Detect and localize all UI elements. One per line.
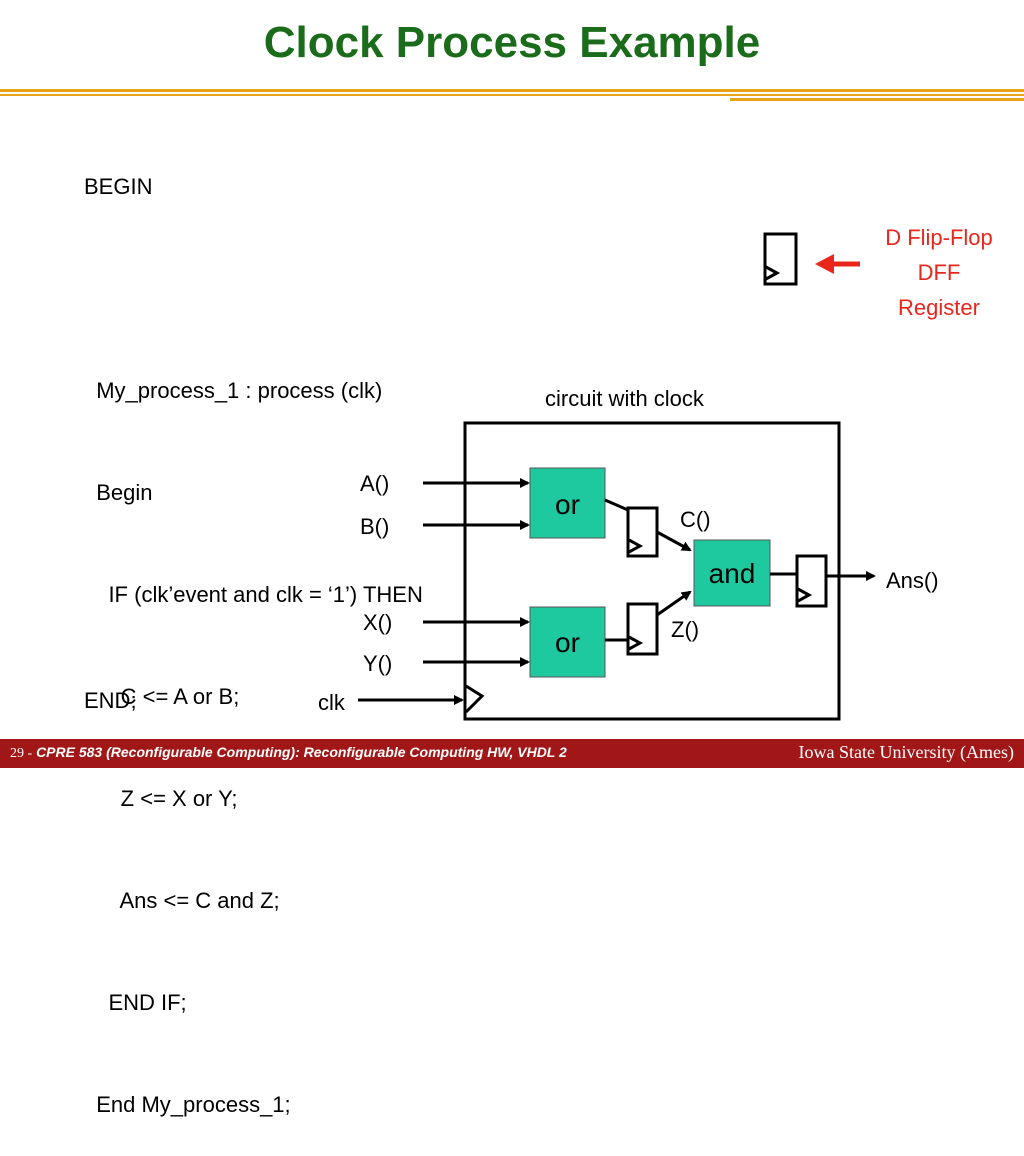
input-label-y: Y() <box>363 651 393 676</box>
legend-line-abbrev: DFF <box>917 260 961 285</box>
legend-dff-icon <box>763 232 798 286</box>
code-line: Z <= X or Y; <box>84 786 238 811</box>
footer-course: CPRE 583 (Reconfigurable Computing): Rec… <box>36 744 567 760</box>
signal-label-ans: Ans() <box>886 568 939 593</box>
input-label-a: A() <box>360 471 390 496</box>
or-gate-top-label: or <box>555 489 580 520</box>
legend-line-register: Register <box>898 295 980 320</box>
or-gate-bottom-label: or <box>555 627 580 658</box>
dff-c <box>626 506 659 558</box>
slide-title: Clock Process Example <box>263 18 761 67</box>
code-line: C <= A or B; <box>84 684 240 709</box>
footer-left: 29 - CPRE 583 (Reconfigurable Computing)… <box>10 744 567 762</box>
legend-text: D Flip-Flop DFF Register <box>862 220 1016 325</box>
wire-or1-dff <box>604 498 629 512</box>
title-rule-top <box>0 89 1024 92</box>
input-label-clk: clk <box>318 690 345 715</box>
signal-label-z: Z() <box>671 617 700 642</box>
code-line: IF (clk’event and clk = ‘1’) THEN <box>84 582 423 607</box>
circuit-boundary <box>463 421 841 721</box>
wire-c-and <box>656 530 692 552</box>
code-line: Ans <= C and Z; <box>84 888 280 913</box>
code-end: END; <box>84 688 137 713</box>
code-line: BEGIN <box>84 174 153 199</box>
code-line: END IF; <box>84 990 187 1015</box>
footer-page-number: 29 - <box>10 746 33 761</box>
footer-bar <box>0 739 1024 768</box>
code-line: Begin <box>84 480 153 505</box>
legend-line-dff: D Flip-Flop <box>885 225 993 250</box>
title-rule-middle <box>0 94 1024 96</box>
or-gate-top <box>529 467 606 539</box>
clk-triangle <box>464 684 485 714</box>
wire-z-and <box>656 590 692 617</box>
footer-university: Iowa State University (Ames) <box>798 742 1014 762</box>
circuit-caption: circuit with clock <box>545 386 704 411</box>
input-label-b: B() <box>360 514 390 539</box>
and-gate <box>693 539 771 607</box>
or-gate-bottom <box>529 606 606 678</box>
code-line: My_process_1 : process (clk) <box>84 378 383 403</box>
code-line: End My_process_1; <box>84 1092 291 1117</box>
and-gate-label: and <box>708 558 756 589</box>
title-rule-accent <box>730 98 1024 101</box>
circuit-diagram <box>358 232 876 721</box>
legend-arrow <box>815 254 860 274</box>
input-label-x: X() <box>363 610 393 635</box>
signal-label-c: C() <box>680 507 711 532</box>
